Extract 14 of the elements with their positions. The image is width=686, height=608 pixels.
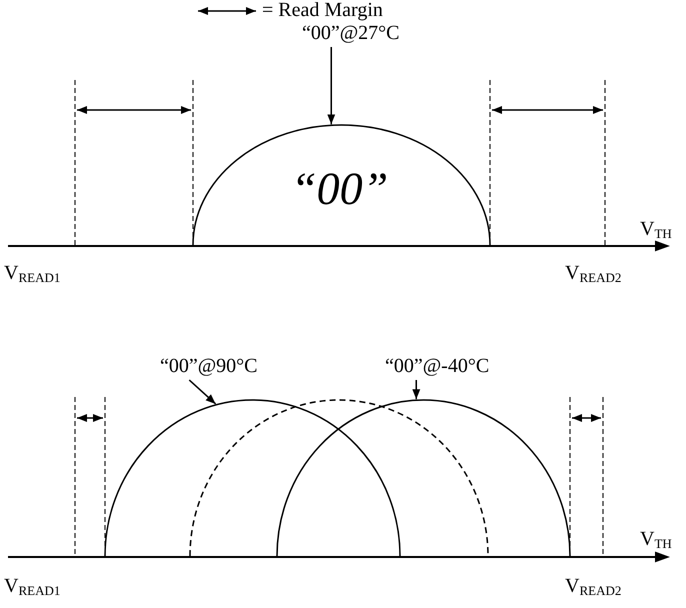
curve-state-label: “00” [291,164,388,214]
axis-label: V$_{TH}$ [640,528,672,553]
leader-arrow [188,379,216,404]
leader-arrow [327,47,336,124]
voltage-label: V$_{READ2}$ [565,262,622,287]
curve-label: “00”@-40°C [385,355,490,377]
curve-label: “00”@90°C [160,355,258,377]
legend-text: = Read Margin [262,0,383,21]
curve-label: “00”@27°C [302,22,400,44]
voltage-label: V$_{READ1}$ [4,575,60,600]
voltage-label: V$_{READ1}$ [4,262,60,287]
leader-arrow [412,380,420,400]
voltage-label: V$_{READ2}$ [565,575,622,600]
axis-label: V$_{TH}$ [640,218,672,243]
